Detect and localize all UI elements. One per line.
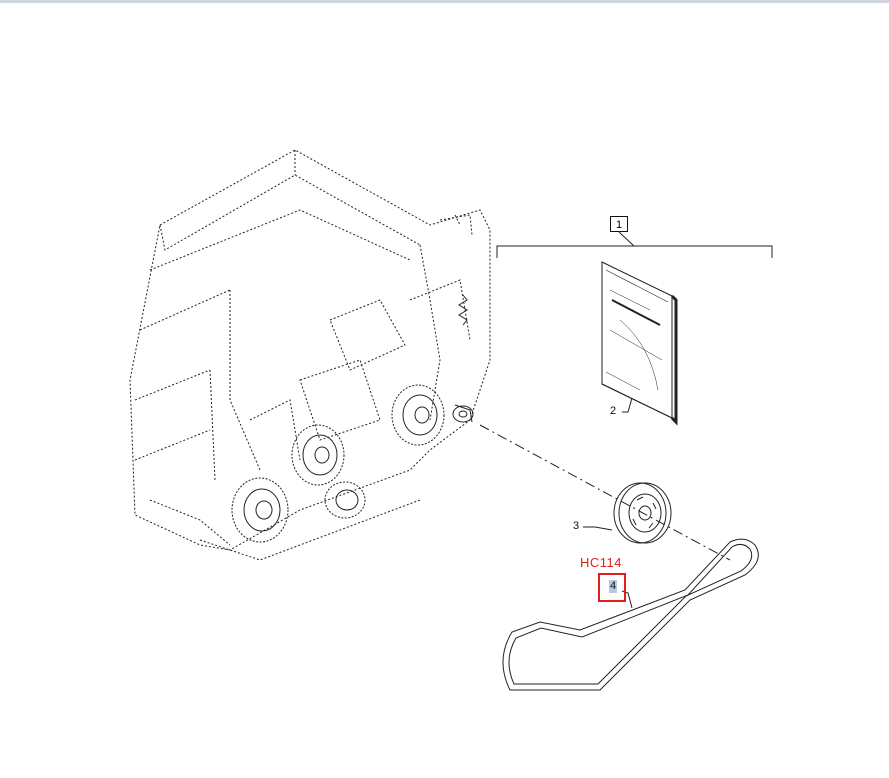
- shaft-hub: [452, 404, 474, 423]
- machine-pulley-2: [291, 424, 345, 486]
- window-top-border: [0, 0, 889, 3]
- manual-booklet: [601, 261, 678, 426]
- kit-bracket-line: [496, 245, 773, 258]
- machine-pulley-1: [231, 477, 289, 543]
- hotspot-code-label: HC114: [580, 555, 623, 570]
- kit-bracket-stem: [618, 231, 635, 247]
- item-3-callout[interactable]: 3: [573, 520, 580, 532]
- item-2-callout[interactable]: 2: [610, 405, 617, 417]
- machine-pulley-3: [324, 481, 366, 519]
- item-4-callout[interactable]: 4: [609, 580, 618, 593]
- leader-3: [583, 526, 613, 531]
- axis-centerline: [479, 424, 731, 561]
- machine-pulley-4: [391, 384, 445, 446]
- pulley-part: [613, 482, 672, 544]
- spring-part: [458, 294, 468, 326]
- housing-assembly: [129, 149, 491, 561]
- item-1-callout[interactable]: 1: [610, 216, 628, 232]
- leader-2: [622, 397, 633, 413]
- hotspot-item-4[interactable]: [598, 573, 626, 602]
- belt-part: [502, 538, 759, 691]
